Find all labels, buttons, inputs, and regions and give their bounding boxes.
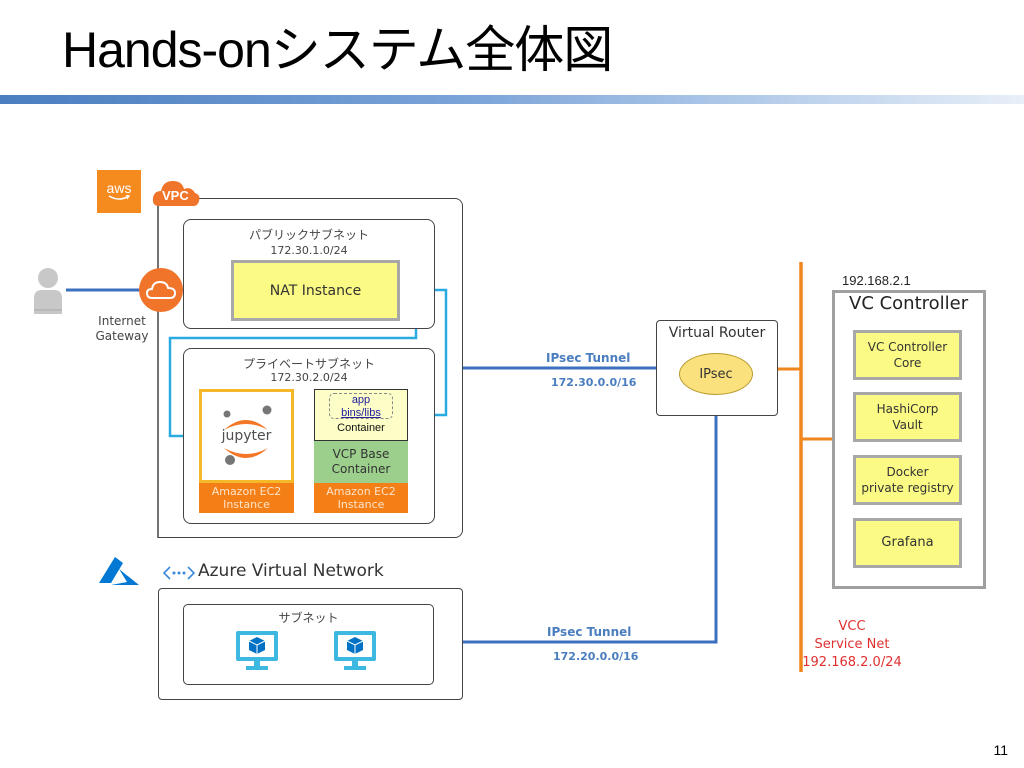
azure-ipsec-tunnel-line	[463, 416, 718, 644]
aws-logo: aws	[97, 170, 141, 213]
azure-vnet-label: Azure Virtual Network	[198, 561, 384, 581]
page-number: 11	[993, 742, 1008, 758]
vc-core-label-2: Core	[893, 356, 922, 370]
vc-controller-core[interactable]: VC Controller Core	[853, 330, 962, 380]
vpc-badge-text: VPC	[162, 188, 189, 203]
internet-gateway-icon[interactable]	[139, 268, 183, 312]
jupyter-instance[interactable]: jupyter	[199, 389, 294, 483]
app-bins-libs-box	[329, 393, 393, 419]
aws-logo-text: aws	[106, 180, 132, 196]
nat-instance[interactable]: NAT Instance	[231, 260, 400, 321]
docker-label-2: private registry	[861, 481, 954, 495]
virtual-router-title: Virtual Router	[668, 325, 766, 341]
vcp-base-label-1: VCP Base	[332, 447, 390, 461]
ipsec-ellipse[interactable]: IPsec	[679, 353, 753, 395]
private-subnet-cidr: 172.30.2.0/24	[270, 371, 348, 384]
service-net-label: VCC Service Net 192.168.2.0/24	[802, 618, 902, 672]
ec2-right-label-2: Instance	[337, 498, 385, 511]
service-net-label-3: 192.168.2.0/24	[802, 655, 902, 670]
internet-gateway-label-1: Internet	[98, 314, 146, 328]
vpc-frame-bottom	[158, 536, 168, 538]
ec2-left-label-1: Amazon EC2	[211, 485, 282, 498]
vnet-icon	[162, 565, 196, 581]
vpc-badge: VPC	[151, 176, 201, 208]
azure-vm-icon-1[interactable]	[235, 630, 279, 672]
azure-logo	[97, 555, 141, 587]
vpc-cloud-icon	[152, 181, 200, 206]
aws-tunnel-label: IPsec Tunnel	[546, 351, 631, 365]
azure-subnet-box	[183, 604, 434, 685]
public-subnet-cidr: 172.30.1.0/24	[270, 244, 348, 257]
docker-label-1: Docker	[886, 465, 929, 479]
jupyter-label: jupyter	[221, 428, 272, 444]
user-icon	[30, 266, 66, 314]
azure-logo-icon	[99, 557, 139, 585]
title-underline-bar	[0, 95, 1024, 104]
docker-private-registry[interactable]: Docker private registry	[853, 455, 962, 505]
vcp-base-label-2: Container	[331, 462, 391, 476]
nat-instance-label: NAT Instance	[269, 282, 362, 299]
app-label: app	[351, 394, 371, 406]
slide-title: Hands-onシステム全体図	[62, 22, 613, 78]
azure-vm-icon-2[interactable]	[333, 630, 377, 672]
vc-controller-ip: 192.168.2.1	[842, 273, 911, 288]
aws-tunnel-cidr: 172.30.0.0/16	[551, 376, 637, 389]
ec2-right-label-1: Amazon EC2	[326, 485, 396, 498]
azure-tunnel-label: IPsec Tunnel	[547, 625, 632, 639]
public-subnet-name: パブリックサブネット	[248, 228, 369, 242]
ec2-left-label-2: Instance	[223, 498, 270, 511]
azure-tunnel-cidr: 172.20.0.0/16	[553, 650, 639, 663]
vc-core-label-1: VC Controller	[867, 340, 948, 354]
service-net-label-2: Service Net	[814, 637, 890, 652]
vc-controller-title: VC Controller	[849, 293, 969, 314]
ec2-instance-left: Amazon EC2 Instance	[199, 483, 294, 513]
grafana[interactable]: Grafana	[853, 518, 962, 568]
grafana-label: Grafana	[881, 535, 934, 550]
vcp-base-container[interactable]: VCP Base Container	[314, 441, 408, 483]
ec2-instance-right: Amazon EC2 Instance	[314, 483, 408, 513]
vault-label-1: HashiCorp	[876, 402, 939, 416]
vnet-brackets-icon	[162, 566, 196, 580]
ipsec-label: IPsec	[699, 366, 733, 382]
aws-smile-icon	[108, 195, 131, 200]
jupyter-logo-icon	[223, 405, 272, 465]
service-net-label-1: VCC	[838, 619, 866, 634]
internet-gateway-label-2: Gateway	[95, 329, 149, 343]
vpc-frame	[158, 198, 463, 538]
cloud-icon	[146, 280, 176, 299]
private-subnet-name: プライベートサブネット	[242, 357, 375, 371]
hashicorp-vault[interactable]: HashiCorp Vault	[853, 392, 962, 442]
vault-label-2: Vault	[892, 418, 923, 432]
bins-libs-label: bins/libs	[341, 407, 381, 419]
app-container-label: Container	[337, 422, 385, 434]
azure-subnet-name: サブネット	[278, 611, 339, 625]
app-container[interactable]: app bins/libs Container	[314, 389, 408, 441]
